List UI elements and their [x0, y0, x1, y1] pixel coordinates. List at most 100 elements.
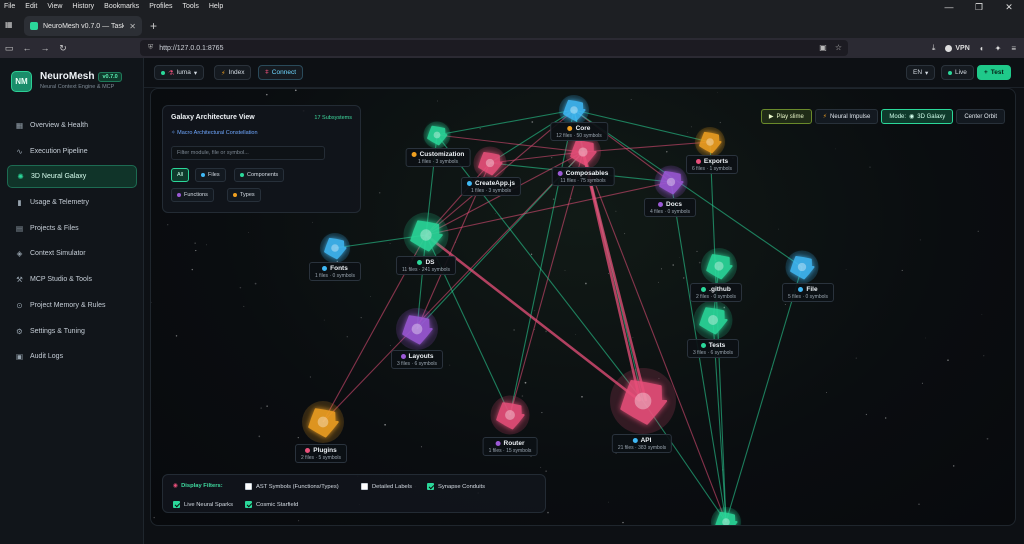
- node-github-blob[interactable]: [701, 248, 737, 284]
- node-tests-blob[interactable]: [693, 300, 733, 340]
- node-plugins-blob[interactable]: [302, 401, 344, 443]
- sidebar-item-project-memory[interactable]: ⊙Project Memory & Rules: [7, 294, 137, 317]
- sidebar-item-usage-telemetry[interactable]: ▮Usage & Telemetry: [7, 191, 137, 214]
- filter-synapse-conduits[interactable]: Synapse Conduits: [427, 483, 485, 490]
- node-core-blob[interactable]: [559, 95, 589, 125]
- sidebar-item-overview[interactable]: ▦Overview & Health: [7, 114, 137, 137]
- project-selector[interactable]: ⚗luma▾: [154, 65, 205, 80]
- node-composables-blob[interactable]: [565, 134, 601, 170]
- menu-profiles[interactable]: Profiles: [149, 2, 173, 10]
- node-stats: 12 files · 50 symbols: [556, 133, 602, 139]
- star: [495, 213, 496, 214]
- synapse-edge: [709, 141, 727, 523]
- extensions-icon[interactable]: ✦: [994, 43, 1002, 53]
- menu-file[interactable]: File: [4, 2, 16, 10]
- sidebar-item-settings[interactable]: ⚙Settings & Tuning: [7, 320, 137, 343]
- synapse-edge: [425, 233, 641, 403]
- test-button[interactable]: +Test: [977, 65, 1011, 80]
- sidebar-item-neural-galaxy[interactable]: ✺3D Neural Galaxy: [7, 165, 137, 189]
- chip-types[interactable]: Types: [227, 188, 261, 202]
- chip-components[interactable]: Components: [234, 168, 285, 182]
- synapse-edge: [322, 151, 584, 423]
- memory-icon: ⊙: [16, 300, 23, 310]
- node-offscreen-blob[interactable]: [711, 507, 741, 526]
- browser-tab[interactable]: NeuroMesh v0.7.0 — Task-cont ✕: [24, 16, 142, 36]
- neural-impulse-button[interactable]: ⚡Neural Impulse: [814, 109, 879, 124]
- close-window-icon[interactable]: ✕: [1005, 2, 1013, 12]
- reload-icon[interactable]: ↻: [59, 42, 67, 53]
- restore-icon[interactable]: ❐: [974, 2, 984, 12]
- cube-icon: ◈: [16, 249, 23, 259]
- forward-icon[interactable]: →: [40, 43, 50, 53]
- sidebar-item-projects-files[interactable]: ▤Projects & Files: [7, 217, 137, 240]
- url-bar[interactable]: ⛨ http://127.0.0.1:8765 ▣ ☆: [140, 40, 848, 56]
- node-docs-blob[interactable]: [654, 165, 688, 199]
- node-api-blob[interactable]: [610, 368, 676, 434]
- node-file-blob[interactable]: [785, 250, 819, 284]
- profile-icon[interactable]: ◐: [979, 43, 985, 53]
- new-tab-icon[interactable]: +: [150, 19, 158, 33]
- node-exports-blob[interactable]: [695, 127, 725, 157]
- menu-history[interactable]: History: [72, 2, 95, 10]
- node-router-blob[interactable]: [490, 395, 530, 435]
- url-text: http://127.0.0.1:8765: [159, 44, 224, 52]
- menu-help[interactable]: Help: [208, 2, 224, 10]
- sidebar-item-context-simulator[interactable]: ◈Context Simulator: [7, 242, 137, 265]
- bookmark-star-icon[interactable]: ☆: [834, 43, 842, 52]
- filter-ast-symbols[interactable]: AST Symbols (Functions/Types): [245, 483, 339, 490]
- mode-value: 3D Galaxy: [917, 113, 946, 120]
- chip-files[interactable]: Files: [195, 168, 226, 182]
- menu-view[interactable]: View: [47, 2, 63, 10]
- mode-button[interactable]: Mode:◉3D Galaxy: [881, 109, 954, 124]
- galaxy-filter-input[interactable]: Filter module, file or symbol...: [171, 146, 325, 160]
- chip-all[interactable]: All: [171, 168, 190, 182]
- node-layouts-blob[interactable]: [396, 308, 438, 350]
- node-ds-blob[interactable]: [403, 212, 449, 258]
- menu-tools[interactable]: Tools: [182, 2, 199, 10]
- close-tab-icon[interactable]: ✕: [129, 21, 136, 31]
- node-fonts-blob[interactable]: [320, 233, 350, 263]
- index-button[interactable]: ⚡Index: [214, 65, 252, 80]
- chip-functions[interactable]: Functions: [171, 188, 214, 202]
- star: [384, 423, 386, 426]
- sidebar-item-audit-logs[interactable]: ▣Audit Logs: [7, 345, 137, 368]
- node-customization-blob[interactable]: [423, 121, 451, 149]
- filter-live-neural-sparks[interactable]: Live Neural Sparks: [173, 501, 233, 508]
- menu-edit[interactable]: Edit: [25, 2, 38, 10]
- node-name: Tests: [708, 342, 726, 349]
- download-icon[interactable]: ⤓: [931, 43, 936, 52]
- reader-icon[interactable]: ▣: [819, 43, 827, 52]
- menu-icon[interactable]: ≡: [1011, 43, 1016, 53]
- filter-cosmic-starfield[interactable]: Cosmic Starfield: [245, 501, 298, 508]
- filter-detailed-labels[interactable]: Detailed Labels: [361, 483, 412, 490]
- sidebar-item-execution-pipeline[interactable]: ∿Execution Pipeline: [7, 140, 137, 163]
- tab-list-icon[interactable]: ▦: [5, 20, 13, 29]
- sidebar-item-mcp-studio[interactable]: ⚒MCP Studio & Tools: [7, 268, 137, 291]
- play-slime-button[interactable]: ▶Play slime: [760, 109, 812, 124]
- menu-bookmarks[interactable]: Bookmarks: [104, 2, 140, 10]
- minimize-icon[interactable]: —: [944, 2, 954, 12]
- center-orbit-button[interactable]: Center Orbit: [956, 109, 1005, 124]
- node-createapp-js-blob[interactable]: [473, 146, 507, 180]
- language-selector[interactable]: EN▾: [906, 65, 936, 80]
- star: [534, 310, 536, 312]
- back-icon[interactable]: ←: [22, 43, 32, 53]
- sidebar-toggle-icon[interactable]: ▭: [4, 42, 14, 53]
- vpn-button[interactable]: VPN: [945, 44, 970, 52]
